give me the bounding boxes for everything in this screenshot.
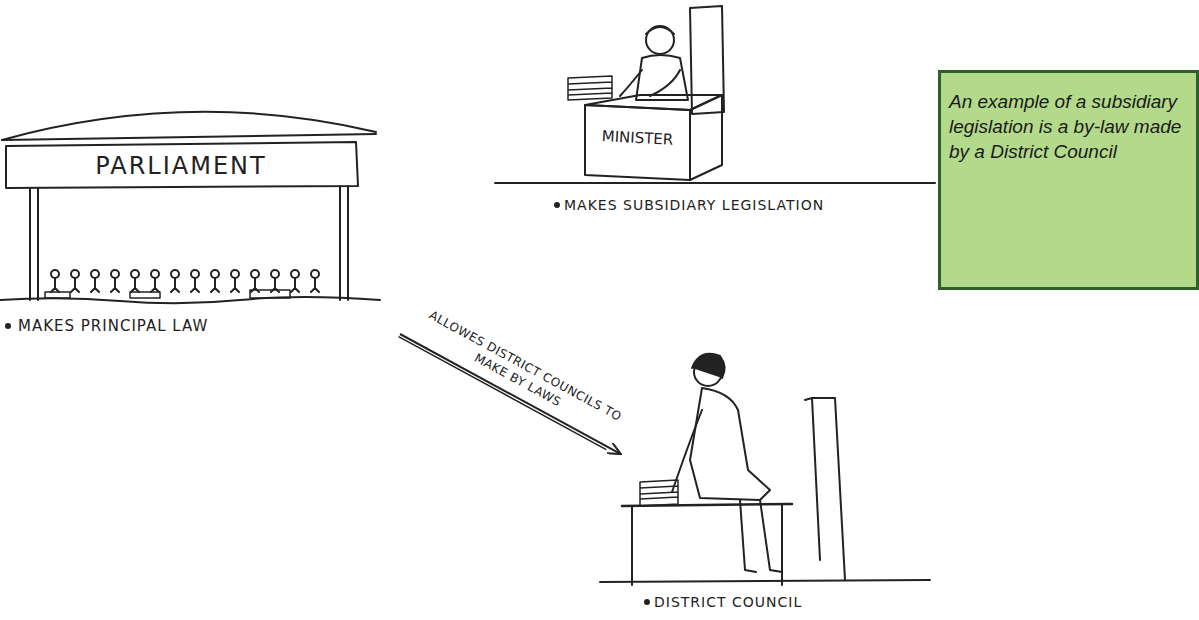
- note-box: An example of a subsidiary legislation i…: [938, 70, 1199, 290]
- roof-arc: [2, 112, 376, 140]
- councillor-legs: [740, 500, 782, 572]
- minister-hair: [646, 27, 674, 34]
- bullet-dot: [644, 599, 650, 605]
- bullet-dot: [5, 323, 11, 329]
- minister-arms: [620, 70, 680, 96]
- bullet-dot: [554, 202, 560, 208]
- desk-text: MINISTER: [585, 125, 691, 150]
- minister-node: MINISTER MAKES SUBSIDIARY LEGISLATION: [490, 0, 935, 225]
- desk-side: [690, 95, 722, 180]
- edge-label: ALLOWES DISTRICT COUNCILS TO MAKE BY LAW…: [413, 304, 631, 442]
- table-legs: [632, 504, 782, 585]
- chair: [805, 398, 845, 580]
- floor-line: [495, 182, 935, 184]
- desk-front: [585, 105, 690, 180]
- note-text: An example of a subsidiary legislation i…: [949, 89, 1185, 164]
- councillor-dress: [690, 388, 770, 500]
- parliament-drawing: [0, 112, 380, 303]
- minister-body: [636, 55, 688, 100]
- district-council-drawing: [600, 354, 930, 585]
- minister-drawing: [495, 6, 935, 183]
- pillars: [30, 186, 348, 300]
- minister-head: [646, 26, 674, 54]
- paper-stack: [568, 76, 612, 100]
- sign-text: PARLIAMENT: [6, 146, 356, 186]
- roof-edge: [2, 134, 376, 140]
- sign-board: [6, 142, 358, 188]
- chair-back: [690, 6, 724, 114]
- role-caption: MAKES SUBSIDIARY LEGISLATION: [564, 196, 904, 214]
- benches: [45, 290, 290, 298]
- paper-stack: [640, 480, 678, 506]
- members-heads: [51, 270, 319, 278]
- parliament-node: PARLIAMENT MAKES PRINCIPAL LAW: [0, 100, 400, 360]
- floor-line: [600, 580, 930, 582]
- councillor-hair: [692, 354, 725, 378]
- district-council-node: DISTRICT COUNCIL: [620, 300, 920, 620]
- role-caption: DISTRICT COUNCIL: [654, 593, 914, 611]
- role-caption: MAKES PRINCIPAL LAW: [18, 316, 338, 336]
